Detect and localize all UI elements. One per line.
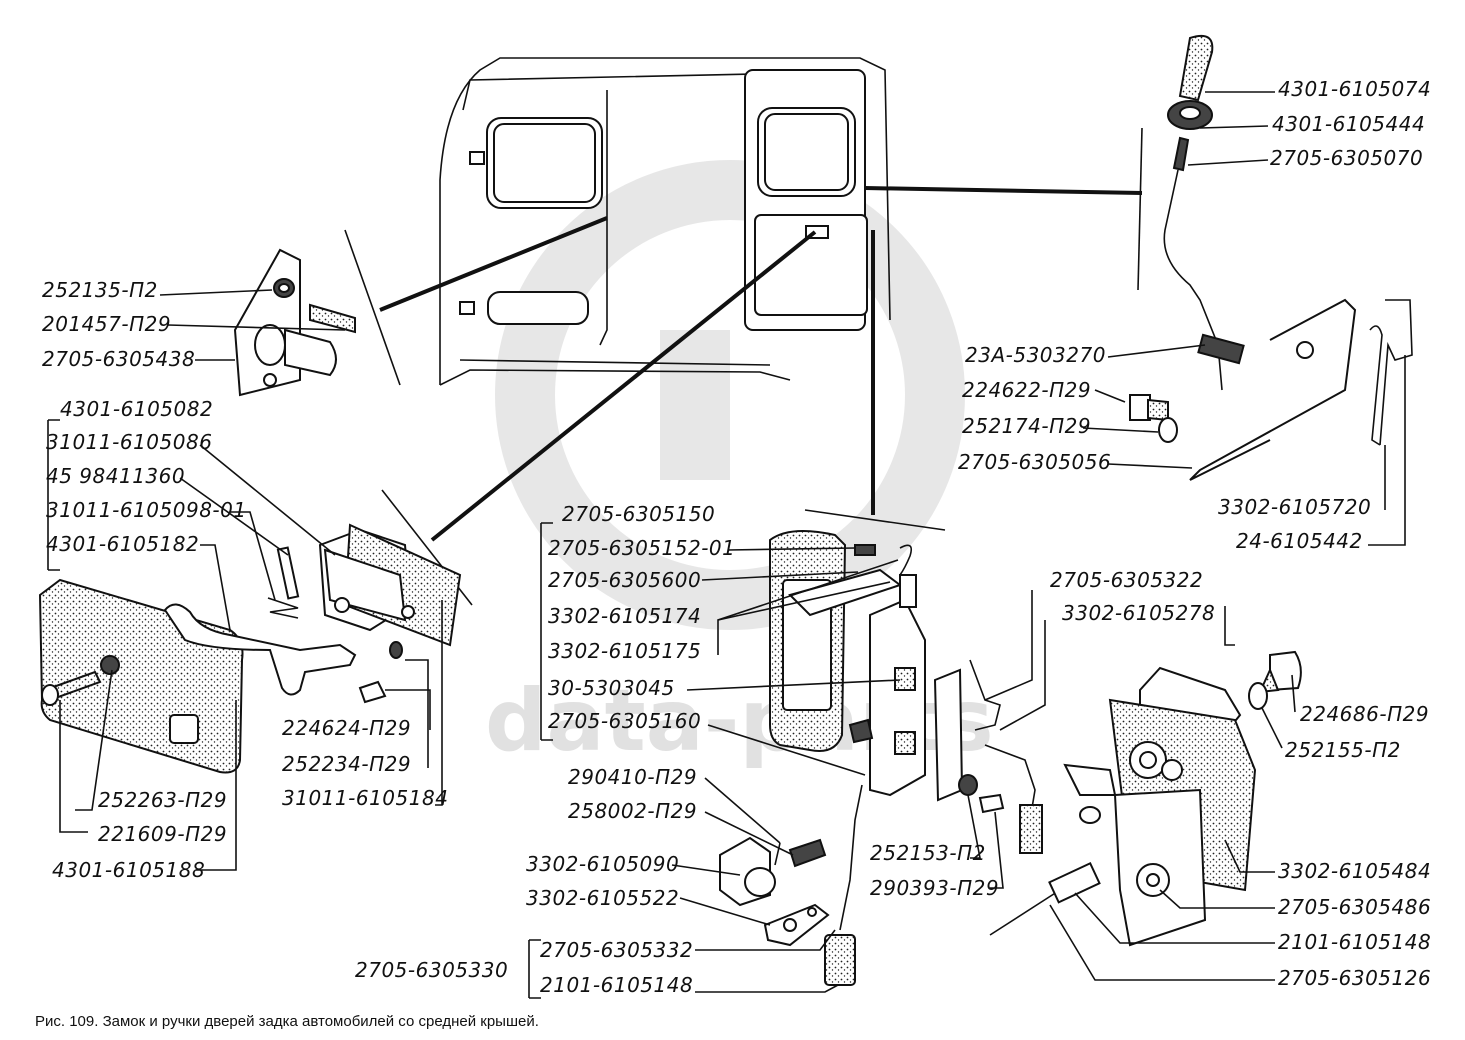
label-224686-P29: 224686-П29 bbox=[1300, 702, 1429, 726]
part-labels: 4301-6105074 4301-6105444 2705-6305070 2… bbox=[42, 77, 1431, 997]
label-31011-6105184: 31011-6105184 bbox=[282, 786, 448, 810]
pin-2705-6305600 bbox=[854, 544, 876, 556]
label-2705-6305070: 2705-6305070 bbox=[1270, 146, 1423, 170]
washer-252174 bbox=[1158, 417, 1178, 443]
screw-258002 bbox=[788, 838, 827, 868]
figure-caption: Рис. 109. Замок и ручки дверей задка авт… bbox=[35, 1013, 539, 1030]
latch-spring-bracket bbox=[1379, 299, 1413, 446]
outer-handle-assembly bbox=[38, 523, 462, 774]
rod-2705-6305126 bbox=[989, 889, 1061, 936]
label-252263-P29: 252263-П29 bbox=[98, 788, 227, 812]
left-door-handle-recess bbox=[487, 291, 589, 325]
lock-knob bbox=[1178, 34, 1214, 102]
screw-224624 bbox=[358, 680, 387, 704]
label-3302-6105090: 3302-6105090 bbox=[526, 852, 679, 876]
label-201457-P29: 201457-П29 bbox=[42, 312, 171, 336]
latch-bar bbox=[1189, 298, 1357, 481]
label-3302-6105175: 3302-6105175 bbox=[548, 639, 701, 663]
label-2705-6305150: 2705-6305150 bbox=[562, 502, 715, 526]
label-221609-P29: 221609-П29 bbox=[98, 822, 227, 846]
label-3302-6105522: 3302-6105522 bbox=[526, 886, 679, 910]
door-leader-lines bbox=[344, 127, 1143, 606]
latch-spring-2705-6305322 bbox=[969, 659, 1001, 731]
bolt-290393 bbox=[978, 793, 1005, 814]
rod-clip-2101-6105148 bbox=[1048, 861, 1101, 904]
lock-cylinder-assembly bbox=[719, 836, 830, 947]
label-3302-6105484: 3302-6105484 bbox=[1278, 859, 1431, 883]
washer-252155 bbox=[1248, 682, 1268, 710]
handle-mount-plate bbox=[869, 598, 926, 797]
label-2705-6305600: 2705-6305600 bbox=[548, 568, 701, 592]
label-224624-P29: 224624-П29 bbox=[282, 716, 411, 740]
lock-rod bbox=[1163, 169, 1223, 391]
label-3302-6105278: 3302-6105278 bbox=[1062, 601, 1215, 625]
label-252174-P29: 252174-П29 bbox=[962, 414, 1091, 438]
spring-3302-6105175 bbox=[899, 544, 913, 576]
label-2101-6105148-a: 2101-6105148 bbox=[540, 973, 693, 997]
cotter-290410 bbox=[774, 842, 781, 866]
rod-thread bbox=[1172, 136, 1190, 172]
inner-handle-assembly bbox=[769, 530, 1043, 986]
watermark-logo-ring bbox=[495, 160, 965, 630]
label-4301-6105188: 4301-6105188 bbox=[52, 858, 205, 882]
label-2705-6305438: 2705-6305438 bbox=[42, 347, 195, 371]
label-2705-6305322: 2705-6305322 bbox=[1050, 568, 1203, 592]
label-2705-6305486: 2705-6305486 bbox=[1278, 895, 1431, 919]
label-23A-5303270: 23А-5303270 bbox=[965, 343, 1106, 367]
label-2705-6305152-01: 2705-6305152-01 bbox=[548, 536, 735, 560]
washer-252153 bbox=[958, 774, 978, 796]
hinge-plate bbox=[233, 248, 301, 397]
label-2705-6305160: 2705-6305160 bbox=[548, 709, 701, 733]
hinge-pin bbox=[284, 328, 337, 377]
label-4301-6105074: 4301-6105074 bbox=[1278, 77, 1431, 101]
label-24-6105442: 24-6105442 bbox=[1236, 529, 1363, 553]
label-45-98411360: 45 98411360 bbox=[46, 464, 185, 488]
label-252234-P29: 252234-П29 bbox=[282, 752, 411, 776]
label-290410-P29: 290410-П29 bbox=[568, 765, 697, 789]
outer-handle-body bbox=[38, 578, 244, 774]
label-31011-6105086: 31011-6105086 bbox=[46, 430, 212, 454]
rod-clip bbox=[1197, 333, 1245, 365]
hinge-plate-assembly bbox=[233, 248, 356, 397]
label-leaders bbox=[47, 91, 1406, 999]
lock-mechanism-assembly bbox=[989, 650, 1302, 947]
label-2705-6305330: 2705-6305330 bbox=[355, 958, 508, 982]
watermark-logo-mark bbox=[660, 330, 730, 480]
bolt-201457 bbox=[309, 303, 356, 334]
label-224622-P29: 224622-П29 bbox=[962, 378, 1091, 402]
lock-button-rod-assembly bbox=[1163, 34, 1245, 391]
inner-lever-31011-6105184 bbox=[163, 603, 357, 696]
lever-spring bbox=[267, 597, 299, 619]
label-4301-6105444: 4301-6105444 bbox=[1272, 112, 1425, 136]
latch-bar-assembly bbox=[1129, 298, 1413, 481]
label-30-5303045: 30-5303045 bbox=[548, 676, 675, 700]
washer-252234 bbox=[389, 641, 403, 659]
van-rear-doors bbox=[439, 57, 891, 386]
bolt-224622 bbox=[1129, 394, 1151, 421]
label-4301-6105082: 4301-6105082 bbox=[60, 397, 213, 421]
rod-end-2101-6105148 bbox=[824, 934, 856, 986]
label-252153-P2: 252153-П2 bbox=[870, 841, 986, 865]
label-31011-6105098-01: 31011-6105098-01 bbox=[46, 498, 247, 522]
washer-221609 bbox=[100, 655, 120, 675]
label-2705-6305332: 2705-6305332 bbox=[540, 938, 693, 962]
label-2705-6305056: 2705-6305056 bbox=[958, 450, 1111, 474]
screw-2705-6305160 bbox=[848, 718, 874, 744]
label-3302-6105720: 3302-6105720 bbox=[1218, 495, 1371, 519]
link-rod bbox=[839, 784, 863, 931]
label-2705-6305126: 2705-6305126 bbox=[1278, 966, 1431, 990]
label-3302-6105174: 3302-6105174 bbox=[548, 604, 701, 628]
label-2101-6105148-b: 2101-6105148 bbox=[1278, 930, 1431, 954]
label-258002-P29: 258002-П29 bbox=[568, 799, 697, 823]
rod-clamp bbox=[1019, 804, 1043, 854]
label-4301-6105182: 4301-6105182 bbox=[46, 532, 199, 556]
label-252155-P2: 252155-П2 bbox=[1285, 738, 1401, 762]
label-290393-P29: 290393-П29 bbox=[870, 876, 999, 900]
spring-pin bbox=[276, 546, 300, 600]
latch-plate-3302-6105278 bbox=[933, 668, 964, 802]
label-252135-P2: 252135-П2 bbox=[42, 278, 158, 302]
